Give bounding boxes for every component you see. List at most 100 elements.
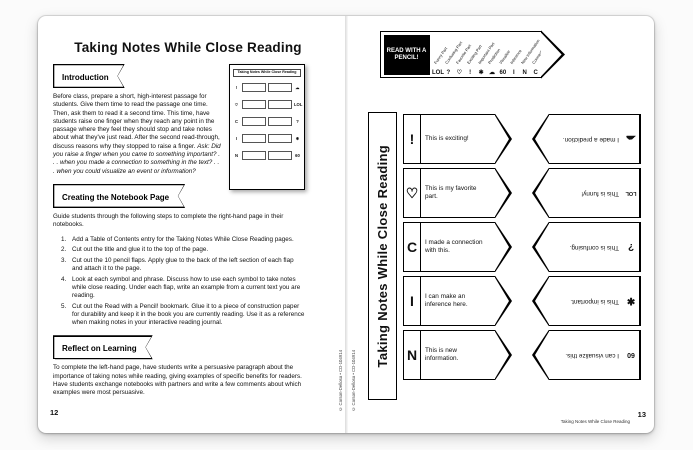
legend-item: New Information N (519, 32, 541, 77)
pencil-tip-icon (532, 113, 549, 165)
symbol-icon: ✱ (295, 135, 300, 141)
symbol-icon: 60 (295, 152, 300, 158)
symbol-icon: C (234, 118, 239, 124)
pencil-tip-icon (532, 221, 549, 273)
flap-text: This is funny! (581, 190, 619, 197)
symbol-icon: I (235, 135, 238, 141)
section-heading-introduction: Introduction (53, 64, 125, 88)
pencil-tip-icon (541, 30, 565, 79)
flap-text: This is my favorite part. (425, 185, 477, 200)
mini-flap (268, 150, 292, 160)
cloud-icon: ☁ (623, 115, 640, 163)
pencil-flap: This is funny! LOL (532, 167, 641, 219)
heart-icon: ♡ (456, 70, 462, 76)
pencil-flap: I I can make an inference here. (403, 275, 512, 327)
page-number-right: 13 (637, 410, 646, 419)
bookmark-header: READ WITH A PENCIL! (383, 34, 430, 75)
question-mark-icon: ? (446, 70, 451, 76)
pencil-flap: This is important. ✱ (532, 275, 641, 327)
exclamation-icon: ! (404, 115, 421, 163)
reflect-paragraph: To complete the left-hand page, have stu… (53, 364, 302, 397)
step-item: 3. Cut out the 10 pencil flaps. Apply gl… (61, 257, 305, 273)
left-page: Taking Notes While Close Reading Taking … (38, 16, 346, 433)
lol-icon: LOL (432, 70, 444, 76)
thumbnail-title: Taking Notes While Close Reading (233, 69, 301, 77)
letter-i-icon: I (512, 70, 515, 76)
legend-item: Inference I (508, 32, 523, 77)
step-item: 5. Cut out the Read with a Pencil! bookm… (61, 303, 305, 328)
copyright-text: © Carson-Dellosa • CD-104914 (338, 350, 343, 412)
mini-flap (268, 133, 292, 143)
pencil-tip-icon (495, 113, 512, 165)
section-heading-label: Creating the Notebook Page (62, 192, 170, 202)
flap-text: I made a connection with this. (425, 239, 483, 254)
left-flap-column: ! This is exciting! ♡ This is my favorit… (403, 113, 512, 381)
cloud-icon: ☁ (488, 70, 495, 76)
step-number: 4. (61, 275, 67, 283)
legend-item: Visualize 60 (497, 32, 511, 77)
flap-text: I can make an inference here. (425, 293, 468, 308)
right-flap-column: I made a prediction. ☁ This is funny! LO… (532, 113, 641, 381)
step-text: Cut out the title and glue it to the top… (72, 246, 209, 254)
step-number: 2. (61, 246, 67, 254)
thumbnail-flap-row: ! ☁ (233, 81, 301, 94)
glasses-icon: 60 (499, 70, 507, 76)
section-heading-creating-notebook-page: Creating the Notebook Page (53, 184, 185, 208)
symbol-icon: N (234, 152, 239, 158)
running-footer: Taking Notes While Close Reading (560, 419, 630, 424)
thumbnail-flap-row: I ✱ (233, 132, 301, 145)
pencil-tip-icon (532, 275, 549, 327)
page-number-left: 12 (50, 408, 59, 417)
flap-text: I can visualize this. (565, 352, 619, 359)
left-page-content: Taking Notes While Close Reading ! ☁ ♡ L… (53, 62, 305, 403)
thumbnail-flap-row: N 60 (233, 149, 301, 162)
pencil-flap: I made a prediction. ☁ (532, 113, 641, 165)
pencil-tip-icon (495, 275, 512, 327)
step-item: 4. Look at each symbol and phrase. Discu… (61, 276, 305, 301)
numbered-steps: 1. Add a Table of Contents entry for the… (61, 236, 305, 328)
template-vertical-title: Taking Notes While Close Reading (368, 112, 397, 400)
mini-flap (268, 116, 292, 126)
pencil-tip-icon (532, 329, 549, 381)
mini-flap (242, 116, 266, 126)
mini-flap (242, 133, 266, 143)
section-heading-label: Reflect on Learning (62, 344, 137, 354)
section-heading-label: Introduction (62, 73, 109, 82)
bookmark-legend: Funny Part LOL Confusing Part ? Favorite… (432, 32, 547, 77)
symbol-icon: ? (296, 118, 299, 124)
introduction-paragraph: Before class, prepare a short, high-inte… (53, 93, 305, 176)
creating-intro-text: Guide students through the following ste… (53, 212, 284, 229)
legend-item: Favorite Part ♡ (454, 32, 472, 77)
symbol-icon: ☁ (295, 84, 300, 90)
letter-c-icon: C (533, 70, 538, 76)
symbol-icon: LOL (294, 101, 303, 107)
legend-item: Exciting Part ! (465, 32, 483, 77)
asterisk-icon: ✱ (478, 70, 484, 76)
step-text: Cut out the Read with a Pencil! bookmark… (72, 302, 305, 327)
lesson-title: Taking Notes While Close Reading (74, 40, 302, 55)
pencil-flap: ! This is exciting! (403, 113, 512, 165)
right-page: © Carson-Dellosa • CD-104914 Taking Note… (346, 16, 654, 433)
read-with-a-pencil-bookmark: READ WITH A PENCIL! Funny Part LOL Confu… (380, 30, 565, 79)
introduction-body-text: Before class, prepare a short, high-inte… (53, 93, 220, 150)
step-number: 5. (61, 302, 67, 310)
legend-item: Funny Part LOL (432, 32, 448, 77)
thumbnail-flap-row: ♡ LOL (233, 98, 303, 111)
pencil-flap: This is confusing. ? (532, 221, 641, 273)
flap-text: This is important. (570, 298, 619, 305)
pencil-flap: I can visualize this. 60 (532, 329, 641, 381)
pencil-flap: C I made a connection with this. (403, 221, 512, 273)
mini-flap (242, 150, 266, 160)
symbol-icon: ♡ (234, 101, 239, 107)
step-text: Add a Table of Contents entry for the Ta… (72, 235, 294, 243)
letter-n-icon: N (404, 331, 421, 379)
step-text: Cut out the 10 pencil flaps. Apply glue … (72, 256, 294, 273)
flap-text: This is exciting! (425, 135, 469, 142)
letter-c-icon: C (404, 223, 421, 271)
pencil-tip-icon (495, 167, 512, 219)
asterisk-icon: ✱ (623, 277, 640, 325)
book-spread: Taking Notes While Close Reading Taking … (38, 16, 654, 433)
symbol-icon: ! (235, 84, 238, 90)
glasses-icon: 60 (623, 331, 640, 379)
step-number: 1. (61, 235, 67, 243)
